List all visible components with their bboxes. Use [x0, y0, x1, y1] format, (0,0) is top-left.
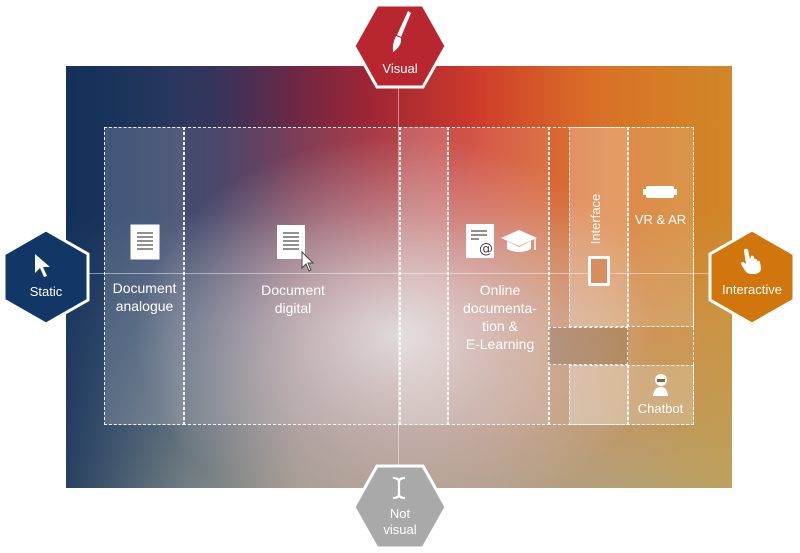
panel-vr-ar	[627, 127, 694, 327]
panel-document-digital	[183, 127, 401, 425]
tablet-icon	[588, 256, 610, 286]
text-cursor-icon	[392, 476, 406, 500]
panel-middle-strip	[399, 127, 449, 425]
not-visual-label: Not visual	[383, 506, 417, 537]
document-cursor-icon	[277, 225, 315, 272]
document-analogue-label: Document analogue	[112, 280, 177, 314]
svg-text:@: @	[479, 241, 493, 257]
static-hexagon	[2, 228, 90, 326]
static-label: Static	[29, 284, 63, 299]
paintbrush-icon	[392, 11, 411, 52]
interactive-hexagon	[708, 228, 796, 326]
vertical-axis	[398, 0, 399, 553]
mouse-pointer-icon	[35, 254, 50, 277]
vr-headset-icon	[643, 186, 677, 198]
interface-label: Interface	[588, 193, 603, 245]
panel-interface	[569, 127, 629, 327]
chatbot-icon	[653, 374, 668, 396]
panel-interface-lower	[569, 365, 629, 425]
interactive-label: Interactive	[722, 282, 782, 297]
email-doc-graduation-icon: @	[466, 224, 537, 258]
document-icon	[130, 224, 160, 260]
chatbot-label: Chatbot	[637, 401, 684, 416]
not-visual-hexagon	[352, 464, 448, 550]
hand-pointer-icon	[741, 248, 761, 274]
visual-hexagon	[352, 3, 448, 89]
vr-ar-label: VR & AR	[634, 212, 687, 227]
visual-label: Visual	[382, 61, 418, 76]
panel-online	[447, 127, 550, 425]
panel-interactive-group	[548, 127, 694, 425]
panel-gap	[548, 327, 628, 365]
panel-document-analogue	[104, 127, 185, 425]
online-documentation-label: Online documenta- tion & E-Learning	[463, 282, 537, 352]
document-digital-label: Document digital	[261, 282, 325, 316]
